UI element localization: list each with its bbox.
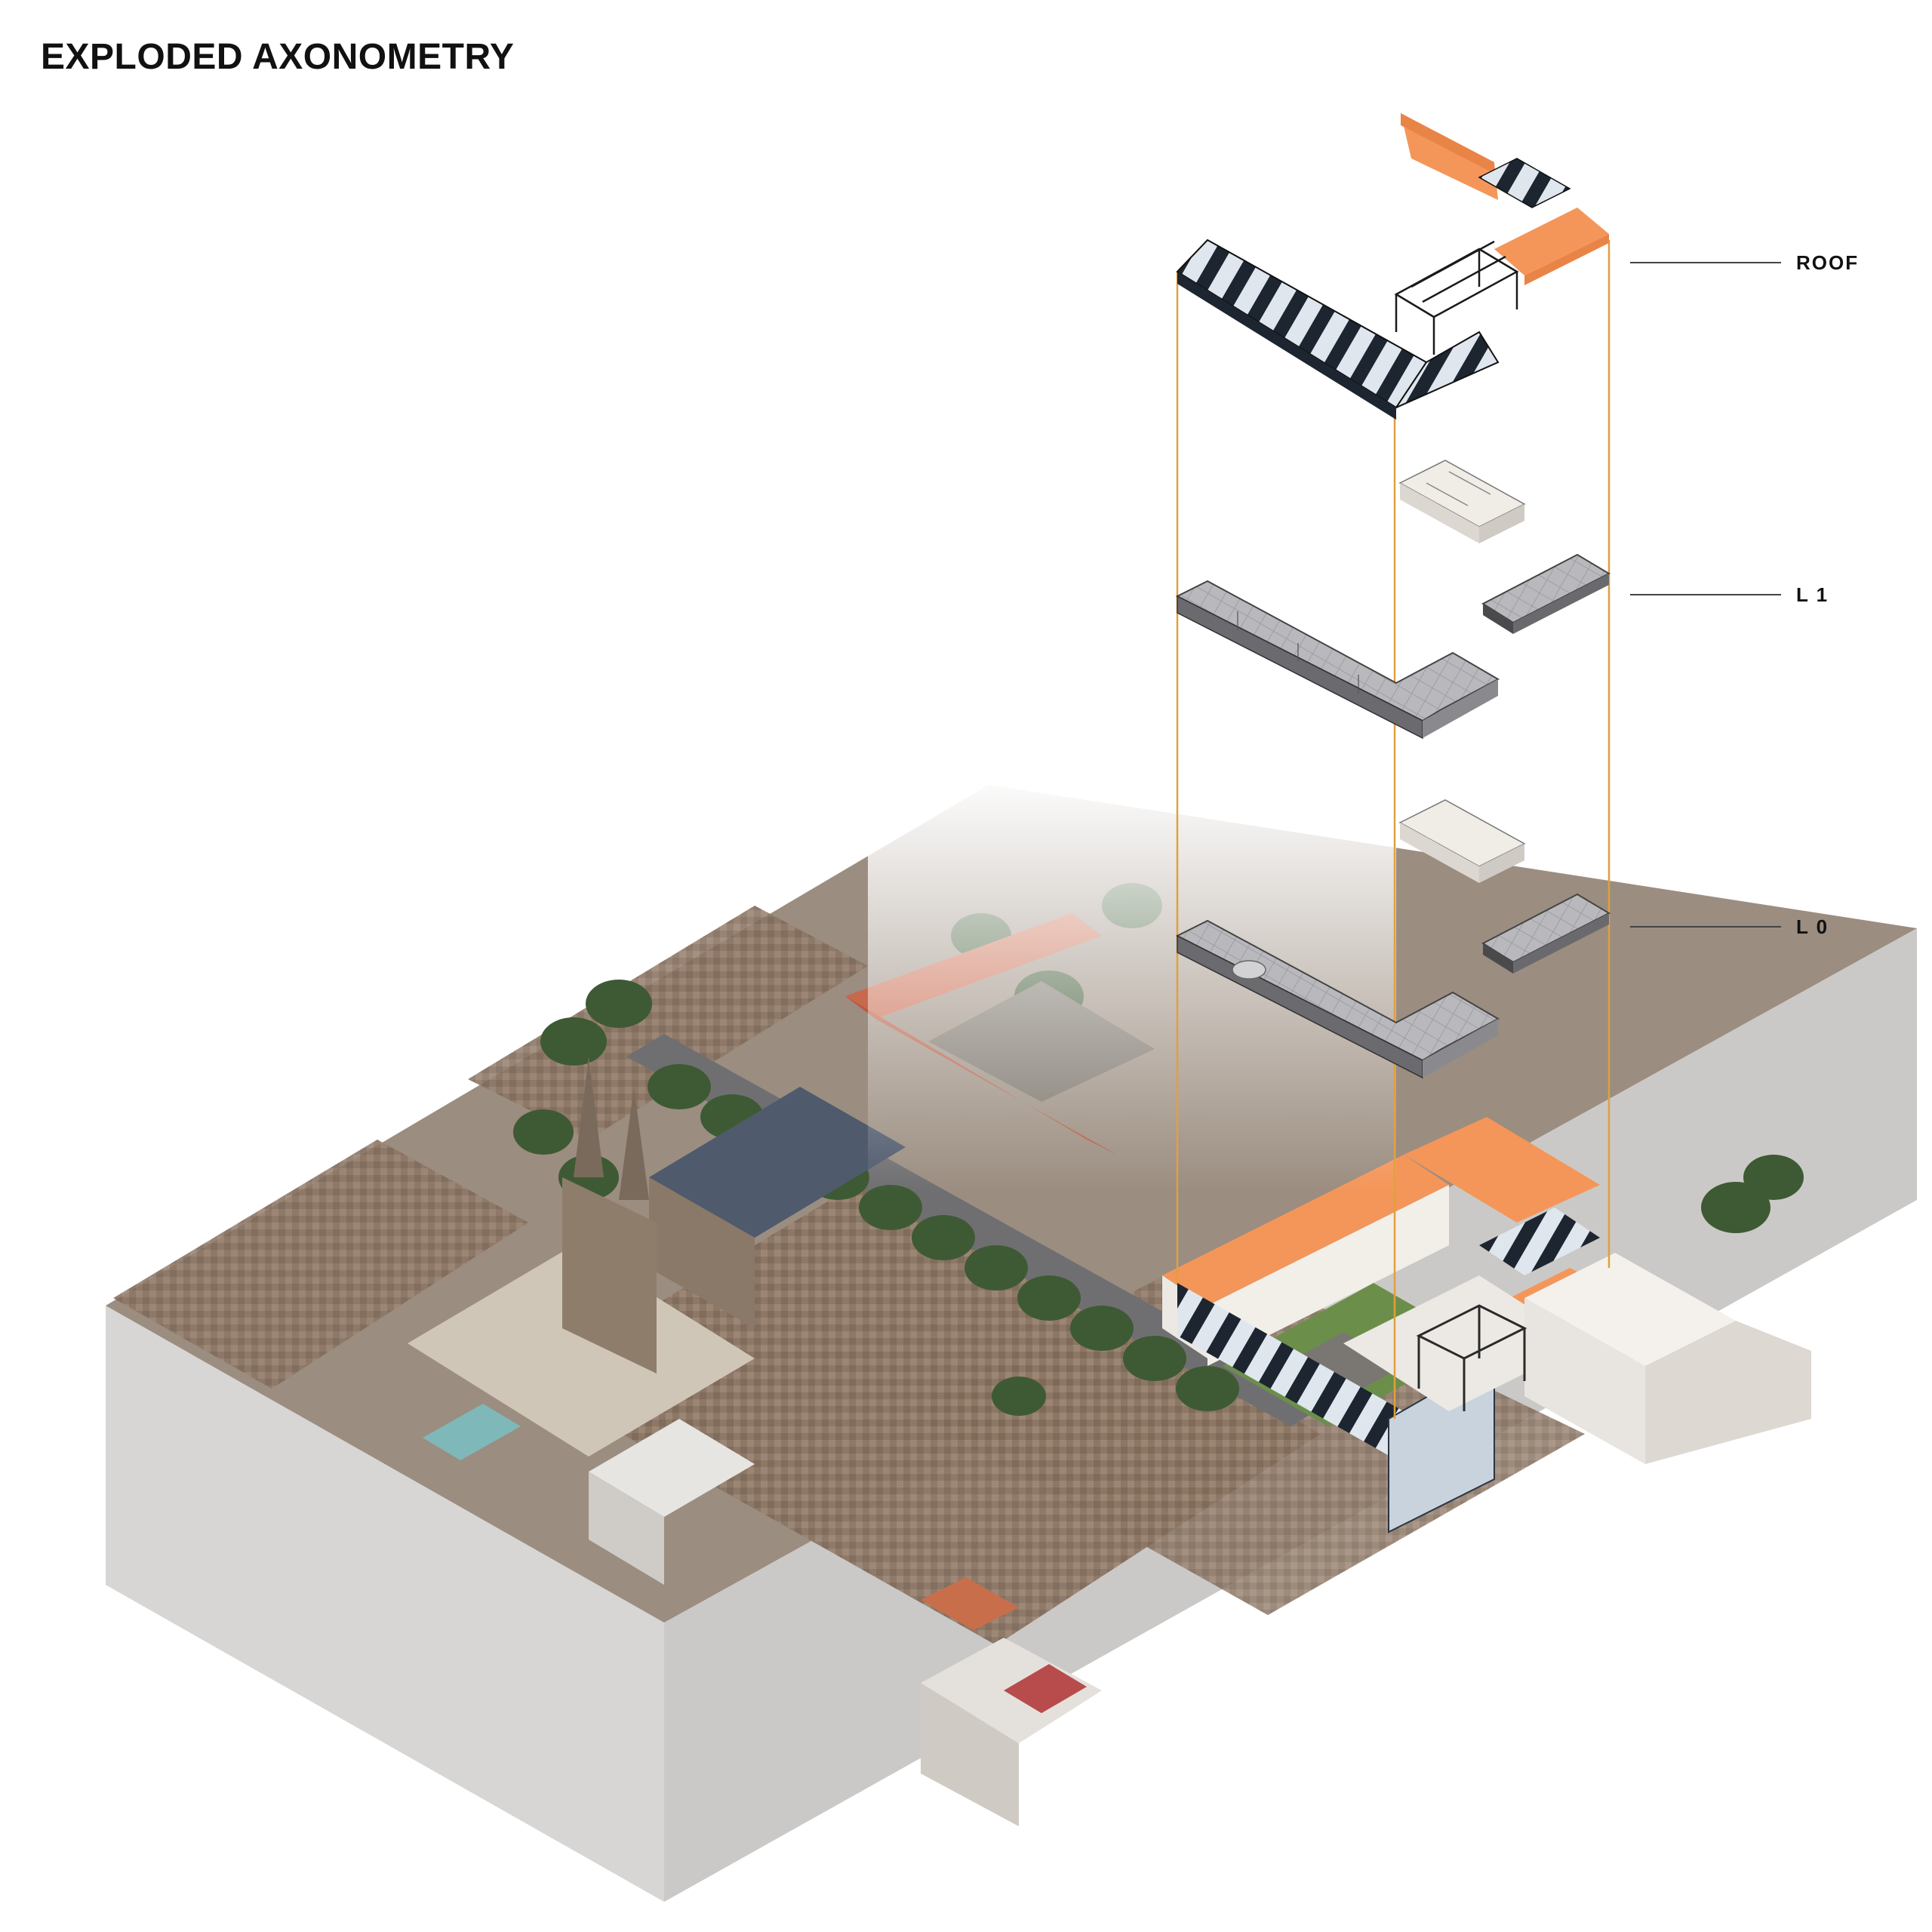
page-title: EXPLODED AXONOMETRY	[41, 37, 515, 77]
l1-east-wing	[1481, 553, 1611, 634]
level-label-roof: ROOF	[1796, 251, 1860, 274]
church-spire-right	[619, 1087, 649, 1200]
new-white-block-front	[1524, 1298, 1645, 1464]
layer-l1	[1175, 460, 1611, 740]
glass-hall-roof	[1479, 1208, 1600, 1275]
projection-lines	[1176, 240, 1611, 1419]
city-block-north	[468, 906, 868, 1140]
new-white-block-side	[1645, 1321, 1811, 1464]
church-nave-wall	[649, 1177, 755, 1328]
church-facade	[562, 1177, 657, 1374]
layer-roof	[1176, 113, 1609, 420]
proposed-building	[1162, 1117, 1811, 1534]
l1-core-volume	[1398, 460, 1526, 543]
tiled-roof-east-face	[1524, 234, 1609, 285]
church-spire-left	[574, 1057, 604, 1177]
apartment-blocks	[589, 1419, 1102, 1826]
church-nave-roof	[649, 1087, 906, 1238]
tiled-roof-east	[1494, 208, 1609, 275]
l1-main-wing	[1175, 580, 1500, 740]
north-wing-facade	[1208, 1185, 1449, 1366]
city-block-west	[113, 1140, 528, 1389]
l0-east-wing	[1481, 893, 1611, 974]
l0-core-volume	[1398, 799, 1526, 883]
city-block-east	[906, 1253, 1585, 1615]
new-white-block-top	[1524, 1253, 1736, 1366]
level-label-l1: L 1	[1796, 583, 1829, 606]
level-label-l0: L 0	[1796, 915, 1829, 938]
l0-main-wing	[1175, 919, 1500, 1079]
east-wing-roof	[1404, 1117, 1600, 1223]
frame-structure	[1416, 1304, 1527, 1411]
base-left-face	[106, 1306, 664, 1902]
glazed-roof-south	[1394, 331, 1500, 410]
tiled-roof-north-face	[1401, 113, 1494, 174]
roof-steel-frame	[1394, 240, 1519, 355]
level-leaders	[1630, 262, 1781, 928]
church-plaza	[408, 1245, 755, 1457]
glazed-roof-west	[1176, 238, 1428, 409]
fountain-basin	[423, 1404, 521, 1460]
glass-canopy	[1478, 158, 1571, 208]
layer-l0	[1175, 799, 1611, 1079]
church	[562, 1057, 906, 1374]
glazed-roof-ridge	[1177, 272, 1396, 420]
